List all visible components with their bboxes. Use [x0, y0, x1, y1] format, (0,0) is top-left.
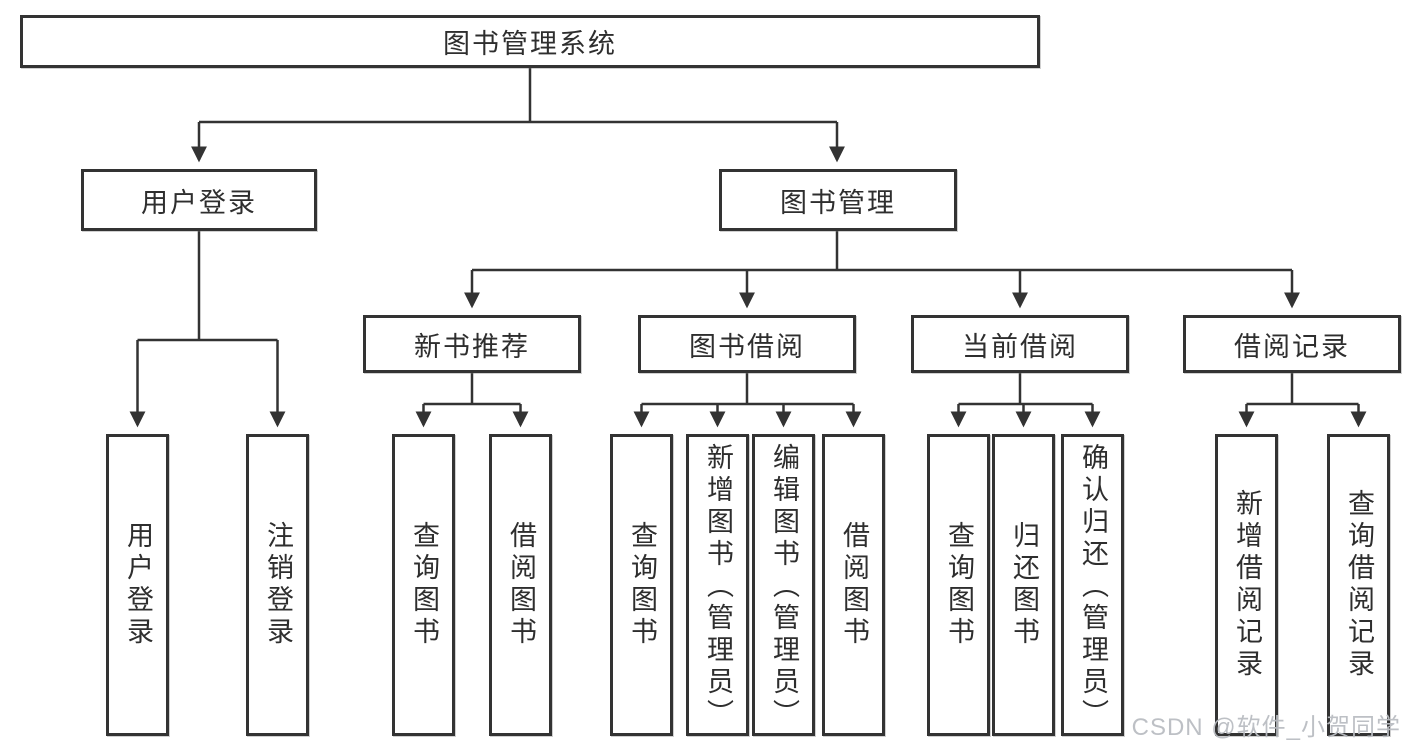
leaf-query-borrow-record: 查询借阅记录 — [1327, 434, 1390, 736]
leaf-user-login: 用户登录 — [106, 434, 169, 736]
leaf-borrow-books-recommend: 借阅图书 — [489, 434, 552, 736]
leaf-return-books: 归还图书 — [992, 434, 1055, 736]
leaf-logout: 注销登录 — [246, 434, 309, 736]
node-book-borrowing: 图书借阅 — [638, 315, 856, 373]
node-root-system: 图书管理系统 — [20, 15, 1040, 68]
node-book-management: 图书管理 — [719, 169, 957, 231]
leaf-query-books-recommend: 查询图书 — [392, 434, 455, 736]
node-user-login: 用户登录 — [81, 169, 317, 231]
leaf-query-books-current: 查询图书 — [927, 434, 990, 736]
leaf-confirm-return-admin: 确认归还（管理员） — [1061, 434, 1124, 736]
leaf-borrow-books: 借阅图书 — [822, 434, 885, 736]
leaf-add-borrow-record: 新增借阅记录 — [1215, 434, 1278, 736]
csdn-watermark: CSDN @软件_小贺同学 — [1131, 714, 1401, 741]
leaf-edit-books-admin: 编辑图书（管理员） — [752, 434, 815, 736]
node-borrowing-records: 借阅记录 — [1183, 315, 1401, 373]
node-new-book-recommendation: 新书推荐 — [363, 315, 581, 373]
leaf-add-books-admin: 新增图书（管理员） — [686, 434, 749, 736]
leaf-query-books-borrow: 查询图书 — [610, 434, 673, 736]
node-current-borrowing: 当前借阅 — [911, 315, 1129, 373]
